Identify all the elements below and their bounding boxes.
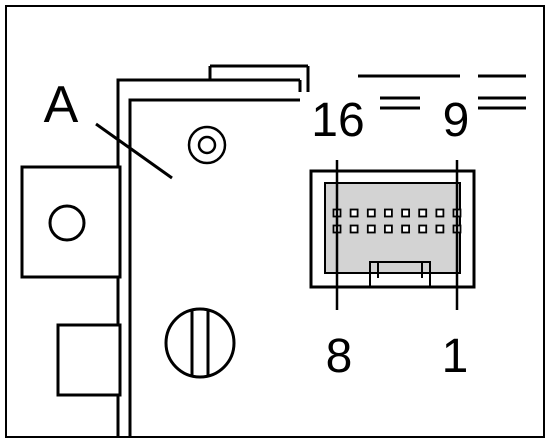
connector-pin bbox=[418, 208, 428, 218]
component-leader-line bbox=[95, 122, 173, 180]
double-circle-post-icon bbox=[187, 125, 227, 165]
circle-port-icon bbox=[48, 204, 86, 242]
pin-label-1: 1 bbox=[442, 330, 469, 383]
connector-pin bbox=[435, 208, 445, 218]
pin-label-8: 8 bbox=[326, 330, 353, 383]
connector-pin bbox=[349, 208, 359, 218]
connector-pin bbox=[401, 208, 411, 218]
square-port bbox=[56, 323, 122, 397]
pin-label-16: 16 bbox=[311, 94, 364, 147]
connector-pin bbox=[418, 224, 428, 234]
connector-pin bbox=[349, 224, 359, 234]
connector-pin bbox=[366, 224, 376, 234]
connector-pin bbox=[366, 208, 376, 218]
diagram-frame bbox=[5, 5, 545, 438]
ribbon-connector bbox=[309, 169, 476, 289]
slotted-screw-icon bbox=[164, 307, 236, 379]
connector-pin bbox=[383, 208, 393, 218]
connector-pin bbox=[401, 224, 411, 234]
pin-label-9: 9 bbox=[443, 94, 470, 147]
board-edge-dashes bbox=[358, 74, 526, 110]
round-jack-port bbox=[20, 165, 122, 279]
board-outline bbox=[116, 64, 310, 437]
component-label-a: A bbox=[44, 76, 79, 134]
connector-pin bbox=[435, 224, 445, 234]
connector-pin bbox=[383, 224, 393, 234]
pin-leader-lines bbox=[335, 160, 459, 310]
